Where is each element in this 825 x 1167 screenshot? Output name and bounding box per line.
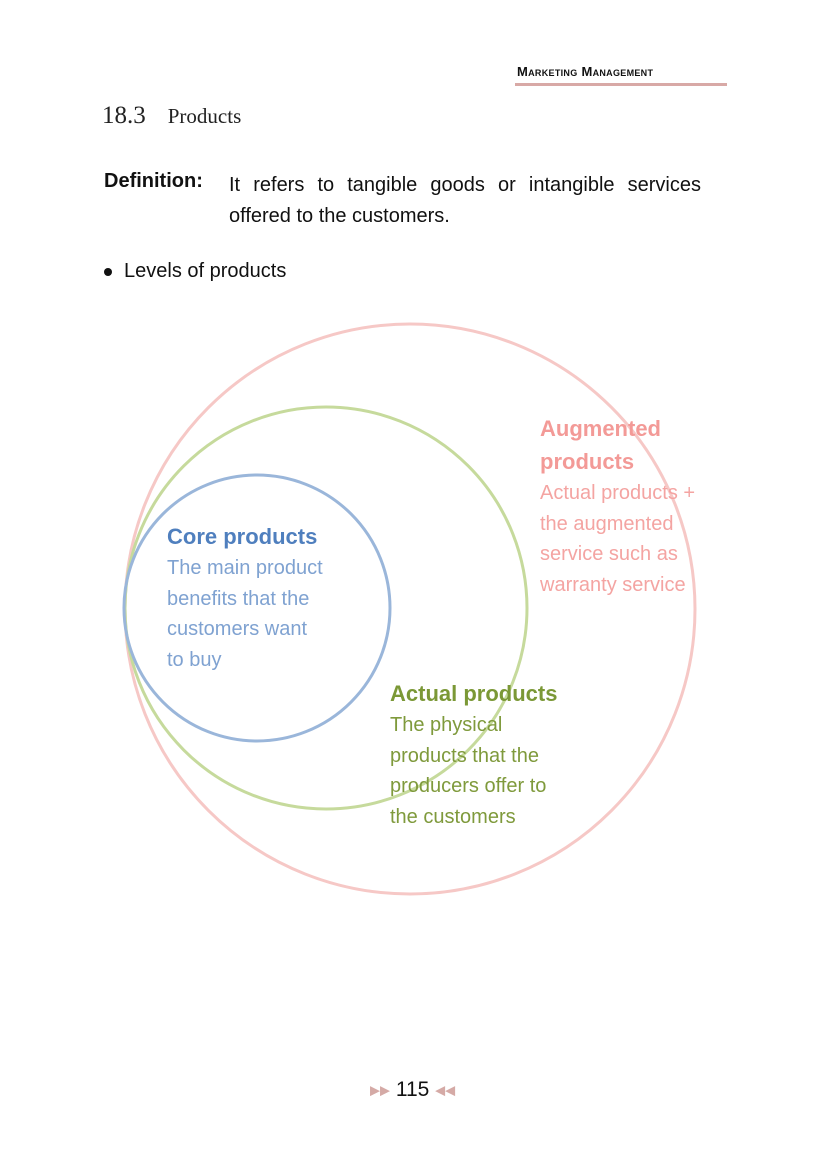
augmented-body: Actual products +	[540, 482, 696, 504]
core-body: benefits that the	[167, 587, 310, 610]
core-body: The main product	[167, 557, 323, 579]
section-title: Products	[167, 104, 242, 128]
core-circle	[122, 473, 392, 743]
actual-label: Actual products The physical products th…	[390, 677, 557, 832]
page-number: 115	[395, 1078, 430, 1101]
actual-body: products that the	[390, 744, 539, 767]
header-rule	[515, 83, 727, 86]
page-footer: ▶▶ 115 ◀◀	[370, 1078, 455, 1102]
bullet-item: Levels of products	[104, 260, 286, 283]
definition-label: Definition:	[104, 170, 203, 192]
core-body: to buy	[167, 648, 222, 671]
actual-body: producers offer to	[390, 775, 547, 797]
section-heading: 18.3 Products	[102, 102, 241, 130]
core-body: customers want	[167, 618, 308, 640]
augmented-title-2: products	[540, 449, 635, 474]
augmented-title-1: Augmented	[540, 416, 661, 441]
core-label: Core products The main product benefits …	[167, 520, 323, 675]
bullet-icon	[104, 267, 112, 276]
running-header: Marketing Management	[517, 64, 654, 79]
actual-body: The physical	[390, 714, 503, 736]
augmented-body: the augmented	[540, 512, 674, 535]
augmented-body: service such as	[540, 543, 678, 565]
double-chevron-left-icon: ◀◀	[435, 1082, 456, 1098]
augmented-body: warranty service	[540, 573, 686, 596]
section-number: 18.3	[102, 102, 146, 129]
actual-body: the customers	[390, 805, 516, 828]
actual-title: Actual products	[390, 681, 558, 706]
core-title: Core products	[167, 524, 318, 549]
bullet-text: Levels of products	[124, 260, 287, 282]
definition-text: It refers to tangible goods or intangibl…	[229, 174, 701, 227]
augmented-label: Augmented products Actual products + the…	[540, 412, 695, 600]
double-chevron-right-icon: ▶▶	[370, 1082, 390, 1098]
